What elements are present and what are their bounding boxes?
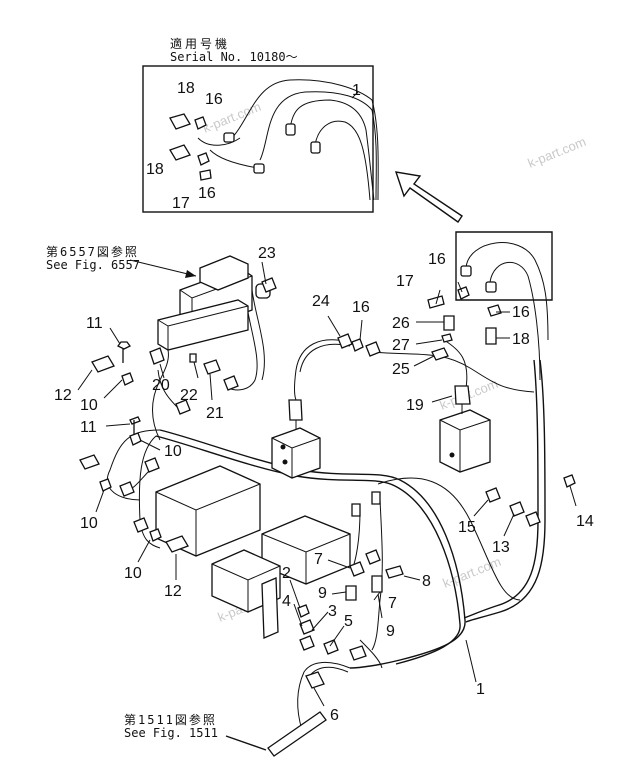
see-fig-1511-jp: 第1511図参照 [124, 713, 217, 727]
part-label: 3 [328, 603, 337, 620]
part-label: 12 [164, 583, 182, 600]
serial-note: 適用号機 Serial No. 10180～ [170, 38, 298, 64]
sensor-box [439, 385, 491, 473]
part-label: 16 [352, 299, 370, 316]
see-fig-6557-note: 第6557図参照 See Fig. 6557 [46, 246, 140, 272]
inset-connector [223, 132, 235, 143]
part-label: 13 [492, 539, 510, 556]
part-label: 23 [258, 245, 276, 262]
part-label: 10 [80, 397, 98, 414]
part-label: 9 [318, 585, 327, 602]
part-label: 8 [422, 573, 431, 590]
part-label: 25 [392, 361, 410, 378]
part-label: 20 [152, 377, 170, 394]
part-label: 14 [576, 513, 594, 530]
part-label: 26 [392, 315, 410, 332]
switch-box [271, 399, 321, 479]
inset-part-label: 16 [205, 91, 223, 108]
relay-assembly [157, 255, 271, 351]
see-fig-6557-text: See Fig. 6557 [46, 258, 140, 272]
part-label: 7 [388, 595, 397, 612]
bottom-connector-tube [267, 711, 327, 757]
part-label: 21 [206, 405, 224, 422]
inset-connector [253, 163, 265, 174]
right-inset-connector [460, 265, 472, 277]
serial-note-number: Serial No. 10180～ [170, 50, 298, 64]
inset-arrow [394, 171, 463, 223]
part-label: 15 [458, 519, 476, 536]
part-label: 7 [314, 551, 323, 568]
inset-part-label: 1 [352, 82, 361, 99]
part-label: 10 [124, 565, 142, 582]
part-label: 5 [344, 613, 353, 630]
part-label: 12 [54, 387, 72, 404]
part-label: 18 [512, 331, 530, 348]
part-label: 27 [392, 337, 410, 354]
inset-connector [310, 141, 321, 154]
serial-inset-frame [142, 65, 374, 213]
part-label: 10 [164, 443, 182, 460]
leader-lines [77, 261, 577, 707]
inset-part-label: 18 [177, 80, 195, 97]
part-label: 17 [396, 273, 414, 290]
part-labels: 23 16 17 16 26 18 27 24 16 25 19 11 12 1… [54, 245, 594, 724]
serial-inset: 18 16 1 18 16 17 [142, 65, 379, 213]
see-fig-1511-text: See Fig. 1511 [124, 726, 218, 740]
part-label: 4 [282, 593, 291, 610]
battery-boxes [155, 465, 351, 639]
serial-note-jp: 適用号機 [170, 37, 231, 51]
inset-plug [169, 113, 191, 130]
main-harness [106, 289, 546, 731]
inset-plug [169, 144, 191, 161]
part-label: 1 [476, 681, 485, 698]
inset-bolt [199, 169, 212, 181]
part-label: 10 [80, 515, 98, 532]
inset-clamp [194, 116, 207, 130]
part-label: 16 [512, 304, 530, 321]
part-label: 16 [428, 251, 446, 268]
part-label: 19 [406, 397, 424, 414]
inset-part-label: 17 [172, 195, 190, 212]
watermark: k-part.com [526, 134, 589, 171]
connectors [79, 277, 576, 689]
fig-1511-pointer [225, 735, 267, 751]
see-fig-1511-note: 第1511図参照 See Fig. 1511 [124, 714, 218, 740]
part-label: 2 [282, 565, 291, 582]
part-label: 24 [312, 293, 330, 310]
fig-6557-pointer [129, 259, 197, 277]
part-label: 9 [386, 623, 395, 640]
inset-clamp [197, 152, 210, 166]
right-inset-frame [455, 231, 553, 301]
inset-part-label: 18 [146, 161, 164, 178]
inset-part-label: 16 [198, 185, 216, 202]
part-label: 22 [180, 387, 198, 404]
inset-harness [229, 79, 379, 201]
see-fig-6557-jp: 第6557図参照 [46, 245, 139, 259]
part-label: 11 [80, 419, 97, 436]
part-label: 6 [330, 707, 339, 724]
part-label: 11 [86, 315, 103, 332]
inset-connector [285, 123, 296, 136]
right-inset-connector [485, 281, 497, 293]
